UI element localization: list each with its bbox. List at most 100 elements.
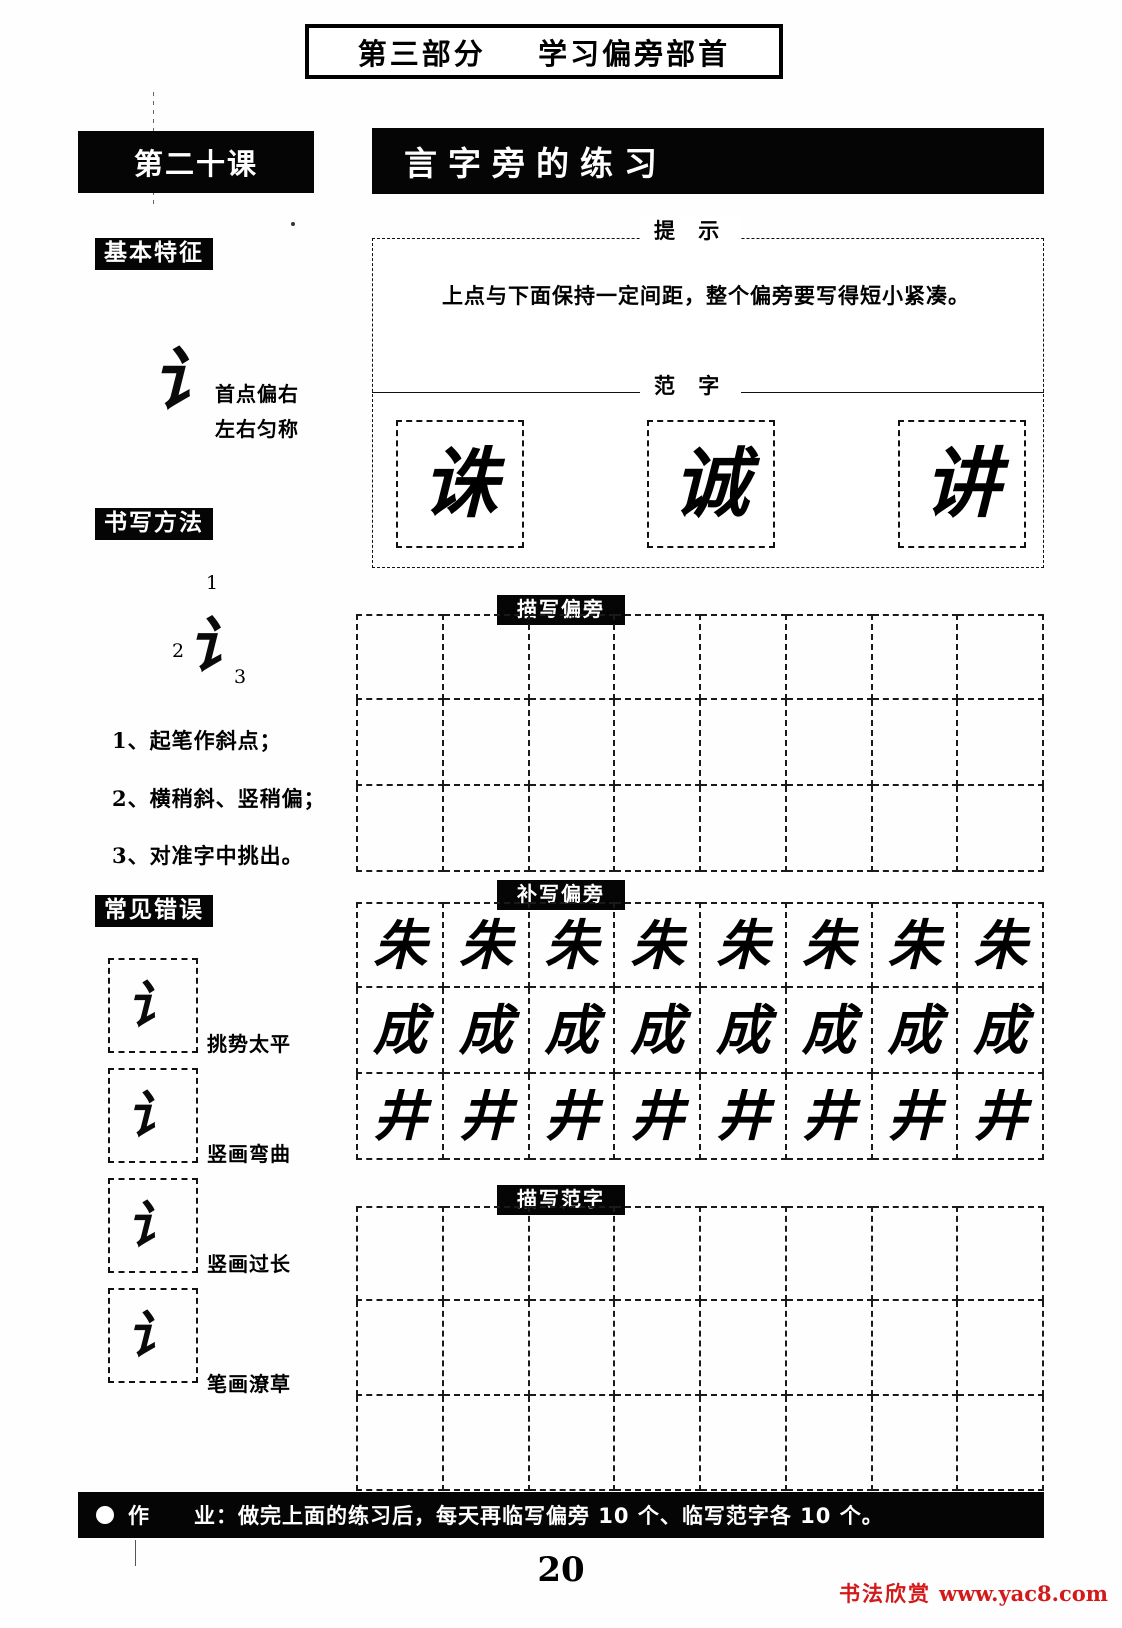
practice-cell[interactable] — [958, 1396, 1044, 1491]
practice-cell[interactable]: 井 — [443, 1074, 530, 1160]
practice-cell[interactable] — [958, 700, 1044, 786]
practice-cell[interactable]: 成 — [958, 988, 1044, 1074]
practice-cell[interactable] — [701, 1206, 787, 1301]
practice-cell-glyph: 成 — [372, 998, 427, 1062]
practice-cell[interactable]: 成 — [786, 988, 873, 1074]
feature-note-1: 首点偏右 — [215, 382, 299, 406]
practice-grid-fill-radical[interactable]: 朱朱朱朱朱朱朱朱成成成成成成成成井井井井井井井井 — [356, 902, 1044, 1160]
practice-cell[interactable] — [872, 786, 959, 872]
practice-cell[interactable]: 朱 — [356, 902, 444, 988]
practice-cell[interactable] — [443, 614, 530, 700]
practice-cell[interactable]: 井 — [615, 1074, 701, 1160]
practice-cell[interactable] — [958, 1301, 1044, 1396]
practice-cell[interactable] — [529, 1301, 616, 1396]
section-tag-writing-method: 书写方法 — [95, 508, 213, 540]
practice-cell[interactable] — [356, 614, 444, 700]
practice-cell-glyph: 成 — [544, 998, 599, 1062]
practice-cell[interactable] — [529, 786, 616, 872]
practice-cell[interactable] — [615, 700, 701, 786]
practice-cell[interactable] — [529, 700, 616, 786]
method-radical-glyph: 讠 — [188, 609, 251, 682]
practice-cell[interactable]: 朱 — [872, 902, 959, 988]
practice-cell[interactable]: 井 — [786, 1074, 873, 1160]
practice-cell[interactable]: 朱 — [786, 902, 873, 988]
practice-cell[interactable] — [786, 1301, 873, 1396]
watermark-url: www.yac8.com — [939, 1581, 1108, 1606]
practice-cell[interactable] — [786, 1396, 873, 1491]
practice-cell[interactable] — [356, 1206, 444, 1301]
practice-cell[interactable] — [958, 1206, 1044, 1301]
practice-cell-glyph: 井 — [458, 1084, 513, 1148]
practice-cell[interactable] — [701, 1301, 787, 1396]
practice-cell[interactable] — [872, 700, 959, 786]
practice-cell-glyph: 井 — [973, 1084, 1028, 1148]
practice-cell-glyph: 朱 — [544, 913, 599, 977]
error-label: 竖画弯曲 — [207, 1142, 291, 1166]
practice-cell[interactable] — [443, 1206, 530, 1301]
practice-cell[interactable]: 井 — [958, 1074, 1044, 1160]
practice-cell[interactable] — [701, 1396, 787, 1491]
practice-cell[interactable] — [958, 614, 1044, 700]
practice-cell-glyph: 朱 — [973, 913, 1028, 977]
guide-dot — [291, 222, 295, 226]
practice-cell[interactable] — [529, 1396, 616, 1491]
practice-grid-trace-radical[interactable] — [356, 614, 1044, 872]
practice-cell-glyph: 井 — [887, 1084, 942, 1148]
practice-cell[interactable] — [786, 1206, 873, 1301]
practice-cell[interactable]: 井 — [701, 1074, 787, 1160]
practice-cell[interactable] — [786, 700, 873, 786]
practice-cell[interactable]: 朱 — [701, 902, 787, 988]
practice-cell[interactable]: 朱 — [615, 902, 701, 988]
error-glyph: 讠 — [126, 1304, 179, 1366]
practice-cell[interactable] — [443, 1301, 530, 1396]
practice-cell[interactable]: 朱 — [529, 902, 616, 988]
practice-cell[interactable] — [872, 1301, 959, 1396]
error-example-box: 讠 — [108, 1288, 198, 1383]
method-step-2: 2、横稍斜、竖稍偏； — [112, 786, 326, 811]
error-example-box: 讠 — [108, 958, 198, 1053]
model-caption: 范 字 — [640, 370, 742, 400]
practice-cell[interactable] — [615, 786, 701, 872]
practice-cell[interactable] — [872, 1206, 959, 1301]
practice-cell[interactable] — [356, 1301, 444, 1396]
practice-cell[interactable]: 成 — [872, 988, 959, 1074]
practice-cell[interactable] — [443, 1396, 530, 1491]
practice-cell[interactable] — [701, 700, 787, 786]
practice-cell[interactable] — [958, 786, 1044, 872]
practice-cell[interactable]: 成 — [529, 988, 616, 1074]
practice-cell-glyph: 成 — [630, 998, 685, 1062]
practice-cell[interactable] — [615, 614, 701, 700]
part-banner: 第三部分 学习偏旁部首 — [305, 24, 783, 79]
error-label: 竖画过长 — [207, 1252, 291, 1276]
method-step-1: 1、起笔作斜点； — [112, 728, 282, 753]
practice-cell[interactable]: 成 — [356, 988, 444, 1074]
practice-cell[interactable]: 井 — [356, 1074, 444, 1160]
practice-cell[interactable] — [356, 1396, 444, 1491]
practice-cell[interactable] — [443, 700, 530, 786]
practice-cell[interactable]: 朱 — [443, 902, 530, 988]
practice-cell[interactable] — [872, 1396, 959, 1491]
practice-cell[interactable] — [529, 1206, 616, 1301]
practice-cell-glyph: 朱 — [715, 913, 770, 977]
practice-cell[interactable] — [615, 1396, 701, 1491]
practice-cell[interactable]: 井 — [529, 1074, 616, 1160]
practice-cell[interactable] — [356, 700, 444, 786]
practice-cell[interactable] — [615, 1206, 701, 1301]
practice-cell[interactable] — [786, 786, 873, 872]
practice-cell[interactable] — [615, 1301, 701, 1396]
practice-cell[interactable] — [356, 786, 444, 872]
practice-cell[interactable] — [443, 786, 530, 872]
practice-cell[interactable] — [872, 614, 959, 700]
practice-grid-trace-model[interactable] — [356, 1206, 1044, 1491]
practice-cell[interactable]: 朱 — [958, 902, 1044, 988]
practice-cell[interactable]: 成 — [615, 988, 701, 1074]
practice-cell[interactable]: 成 — [443, 988, 530, 1074]
practice-cell[interactable] — [786, 614, 873, 700]
practice-cell[interactable]: 井 — [872, 1074, 959, 1160]
practice-cell[interactable] — [701, 614, 787, 700]
practice-cell-glyph: 成 — [458, 998, 513, 1062]
error-label: 挑势太平 — [207, 1032, 291, 1056]
practice-cell[interactable] — [701, 786, 787, 872]
practice-cell[interactable]: 成 — [701, 988, 787, 1074]
practice-cell[interactable] — [529, 614, 616, 700]
